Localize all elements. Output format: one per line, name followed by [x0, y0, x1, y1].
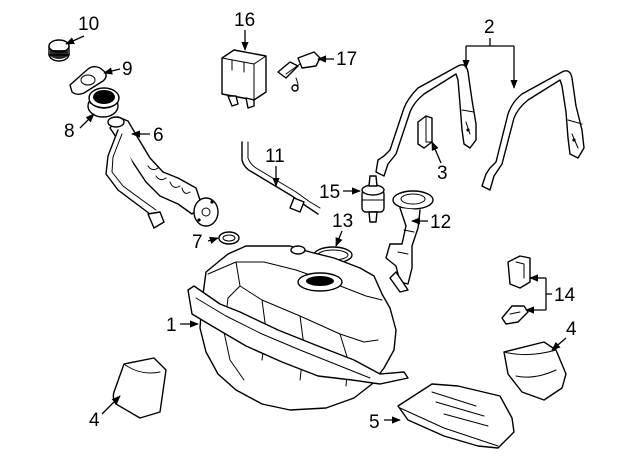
callout-12: 12	[430, 212, 451, 233]
clip-part-upper	[507, 255, 531, 289]
filler-boot-part	[87, 87, 120, 118]
tank-strap-part-left	[375, 64, 477, 177]
leader-3	[431, 141, 442, 164]
callout-15: 15	[319, 182, 340, 203]
callout-4-right: 4	[566, 319, 577, 340]
callout-7: 7	[192, 232, 203, 253]
callout-11: 11	[265, 146, 285, 167]
sensor-harness-part	[277, 51, 321, 92]
callout-6: 6	[153, 125, 164, 146]
fuel-tank-part	[187, 245, 409, 411]
leader-13	[335, 230, 343, 247]
leader-4a	[101, 395, 121, 415]
clip-part-lower	[501, 305, 529, 325]
skid-plate-part	[397, 383, 515, 449]
callout-3: 3	[437, 163, 448, 184]
callout-labels: 10 9 8 6 7 16 17 11 15 13 12 2 3 14 1 4 …	[64, 10, 577, 433]
callout-8: 8	[64, 121, 75, 142]
tank-strap-part-right	[481, 70, 585, 191]
heat-shield-right-part	[503, 341, 567, 401]
callout-17: 17	[336, 49, 357, 70]
filler-neck-part	[105, 116, 219, 229]
gasket-plate-part	[69, 66, 107, 95]
leader-14-bar	[545, 278, 552, 310]
fuel-filter-part	[361, 175, 385, 223]
leader-lines	[65, 30, 567, 424]
leader-10	[65, 35, 85, 45]
leader-4b	[551, 337, 567, 351]
heat-shield-left-part	[112, 357, 167, 419]
vent-hose-part	[241, 141, 321, 215]
callout-9: 9	[122, 59, 133, 80]
bracket-part	[417, 115, 433, 149]
callout-14: 14	[554, 285, 576, 306]
callout-4-left: 4	[89, 410, 100, 431]
callout-16: 16	[234, 10, 255, 31]
leader-7	[207, 236, 219, 244]
fuel-cap-part	[48, 39, 70, 62]
leader-2-bar	[466, 38, 514, 47]
callout-13: 13	[332, 211, 353, 232]
o-ring-part	[218, 231, 240, 245]
callout-5: 5	[369, 412, 380, 433]
control-module-part	[221, 49, 267, 109]
leader-8	[79, 113, 95, 129]
leader-9	[103, 67, 121, 75]
callout-10: 10	[78, 14, 99, 35]
callout-1: 1	[166, 315, 177, 336]
callout-2: 2	[484, 17, 495, 38]
sending-unit-part	[385, 190, 434, 293]
